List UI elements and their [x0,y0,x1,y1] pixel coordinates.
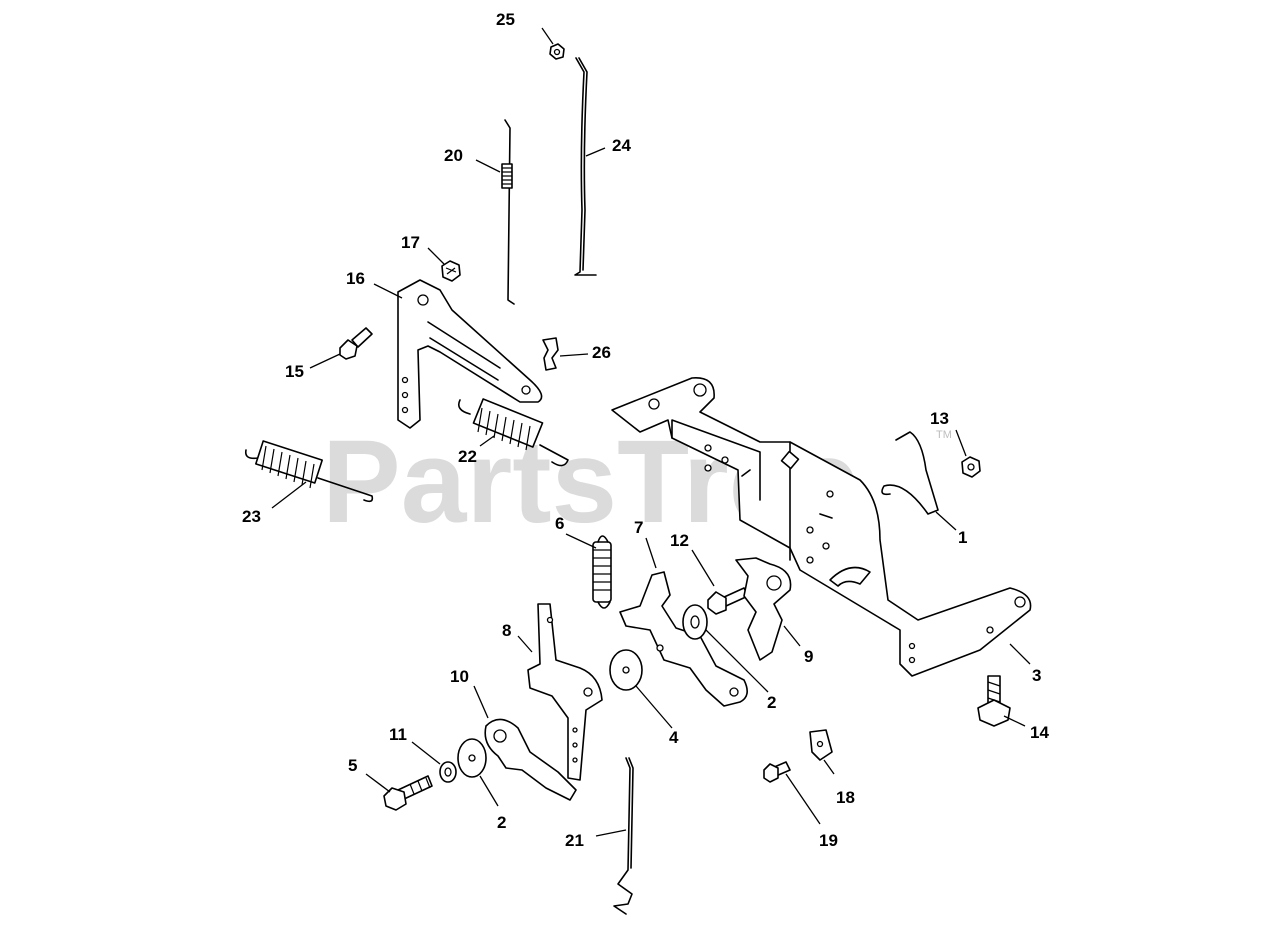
part-16-lever-plate[interactable] [397,279,543,429]
watermark-trademark: TM [936,429,952,441]
callout-10[interactable]: 10 [450,667,469,686]
callout-19[interactable]: 19 [819,831,838,850]
part-7-lever[interactable] [619,571,748,707]
part-24-rod[interactable] [574,57,597,276]
part-26-clip[interactable] [542,337,559,371]
callout-16[interactable]: 16 [346,269,365,288]
part-2-washer-right[interactable] [682,604,708,640]
part-6-spring[interactable] [592,535,612,609]
callout-21[interactable]: 21 [565,831,584,850]
callout-18[interactable]: 18 [836,788,855,807]
part-3-main-bracket[interactable] [611,377,1032,677]
part-1-wire-spring[interactable] [881,431,939,515]
part-5-bolt[interactable] [383,775,433,811]
part-14-flange-bolt[interactable] [977,675,1011,727]
callout-6[interactable]: 6 [555,514,564,533]
callout-24[interactable]: 24 [612,136,631,155]
callout-2-right[interactable]: 2 [767,693,776,712]
callout-2-left[interactable]: 2 [497,813,506,832]
part-18-clip[interactable] [809,729,833,761]
callout-numbers: 25 24 20 17 16 15 26 22 23 13 1 3 14 6 7… [242,10,1049,850]
part-9-bracket[interactable] [735,557,792,661]
part-8-control-arm[interactable] [527,603,603,781]
part-25-nut[interactable] [549,43,565,60]
leader-lines [271,27,1031,837]
part-2-washer-left[interactable] [457,738,487,778]
callout-3[interactable]: 3 [1032,666,1041,685]
part-23-spring[interactable] [244,440,374,503]
callout-7[interactable]: 7 [634,518,643,537]
callout-20[interactable]: 20 [444,146,463,165]
callout-5[interactable]: 5 [348,756,357,775]
callout-1[interactable]: 1 [958,528,967,547]
callout-26[interactable]: 26 [592,343,611,362]
callout-23[interactable]: 23 [242,507,261,526]
part-10-plate[interactable] [484,718,577,801]
part-13-nut[interactable] [961,456,981,478]
part-4-washer[interactable] [609,649,643,691]
part-19-small-bolt[interactable] [763,761,791,783]
callout-8[interactable]: 8 [502,621,511,640]
part-11-small-washer[interactable] [439,761,457,783]
callout-17[interactable]: 17 [401,233,420,252]
callout-9[interactable]: 9 [804,647,813,666]
part-12-bolt[interactable] [707,587,749,615]
callout-12[interactable]: 12 [670,531,689,550]
callout-11[interactable]: 11 [389,725,407,744]
part-22-spring[interactable] [457,398,569,467]
part-20-rod-spring[interactable] [501,119,515,305]
callout-15[interactable]: 15 [285,362,304,381]
callout-13[interactable]: 13 [930,409,949,428]
callout-4[interactable]: 4 [669,728,679,747]
part-17-nut[interactable] [441,260,461,282]
callout-25[interactable]: 25 [496,10,515,29]
callout-14[interactable]: 14 [1030,723,1049,742]
part-21-rod[interactable] [613,757,634,915]
part-15-bolt[interactable] [339,327,373,360]
callout-22[interactable]: 22 [458,447,477,466]
